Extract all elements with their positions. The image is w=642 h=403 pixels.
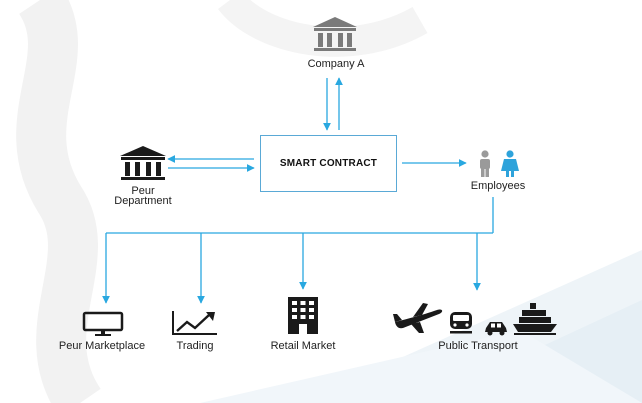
trading-label: Trading	[176, 340, 214, 352]
train-icon	[450, 312, 472, 334]
airplane-icon	[393, 303, 443, 333]
retail-market-label: Retail Market	[270, 340, 336, 352]
ship-icon	[513, 303, 557, 335]
building-icon	[288, 297, 318, 334]
employees-label: Employees	[470, 180, 526, 192]
peur-marketplace-label: Peur Marketplace	[58, 340, 146, 352]
smart-contract-label: SMART CONTRACT	[279, 158, 378, 169]
bank-icon	[313, 17, 357, 51]
public-transport-label: Public Transport	[438, 340, 518, 352]
people-icon	[480, 150, 519, 177]
car-icon	[485, 322, 507, 336]
chart-icon	[172, 311, 217, 335]
peur-department-label-line1: Peur	[131, 185, 155, 197]
bank-icon	[120, 146, 166, 180]
monitor-icon	[82, 311, 124, 336]
company-a-label: Company A	[307, 58, 365, 70]
peur-department-label-line2: Department	[114, 195, 172, 207]
smart-contract-box: SMART CONTRACT	[260, 135, 397, 192]
